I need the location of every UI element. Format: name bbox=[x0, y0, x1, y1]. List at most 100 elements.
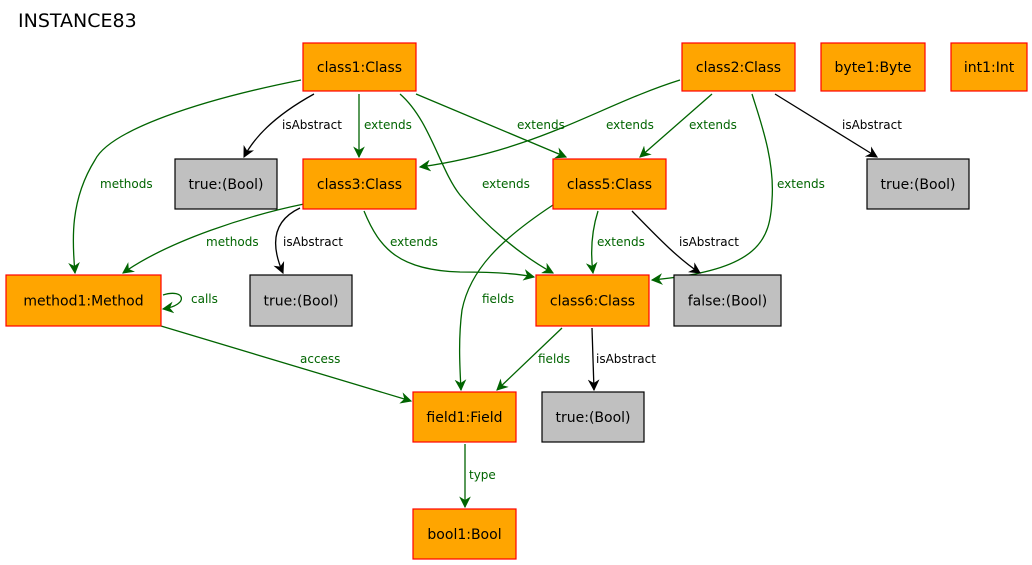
node-box bbox=[174, 158, 278, 210]
edge-class5-field1-fields: fields bbox=[454, 204, 554, 392]
edge-class1-class6-extends: extends bbox=[399, 93, 555, 274]
node-box bbox=[541, 391, 645, 443]
edge-label: access bbox=[300, 352, 340, 366]
node-box bbox=[249, 274, 353, 327]
edge-label: extends bbox=[517, 118, 565, 132]
node-byte1: byte1:Byte bbox=[820, 42, 926, 92]
edge-label: extends bbox=[597, 235, 645, 249]
edge-line bbox=[161, 292, 182, 314]
edge-label: calls bbox=[191, 292, 218, 306]
edge-line bbox=[585, 210, 599, 275]
node-box bbox=[866, 158, 970, 210]
node-label: class3:Class bbox=[317, 177, 402, 193]
edge-class1-class5-extends: extends bbox=[415, 93, 568, 159]
edge-class2-class6-extends: extends bbox=[650, 93, 825, 285]
edge-class1-method1-methods: methods bbox=[68, 79, 302, 275]
edge-line bbox=[650, 93, 774, 285]
edge-class5-false1-isAbstract: isAbstract bbox=[631, 210, 739, 274]
node-box bbox=[412, 391, 517, 443]
node-true2: true:(Bool) bbox=[866, 158, 970, 210]
node-method1: method1:Method bbox=[5, 274, 162, 327]
edge-label: isAbstract bbox=[596, 352, 656, 366]
node-box bbox=[302, 158, 417, 210]
edge-line bbox=[273, 207, 301, 275]
edge-line bbox=[122, 203, 305, 274]
edges-layer: isAbstract extends extends methods extends ex… bbox=[68, 79, 902, 509]
edge-method1-method1-calls: calls bbox=[161, 292, 218, 314]
node-label: true:(Bool) bbox=[556, 410, 631, 426]
node-true4: true:(Bool) bbox=[541, 391, 645, 443]
node-int1: int1:Int bbox=[950, 42, 1028, 92]
edge-line bbox=[243, 93, 315, 159]
node-class3: class3:Class bbox=[302, 158, 417, 210]
edge-label: extends bbox=[364, 118, 412, 132]
node-field1: field1:Field bbox=[412, 391, 517, 443]
node-label: bool1:Bool bbox=[427, 527, 501, 543]
edge-label: methods bbox=[206, 235, 259, 249]
edge-label: methods bbox=[100, 177, 153, 191]
edge-label: fields bbox=[482, 292, 514, 306]
nodes-layer: class1:Class class2:Class byte1:Byte int1:I… bbox=[5, 42, 1028, 560]
edge-method1-field1-access: access bbox=[160, 325, 413, 404]
edge-line bbox=[418, 79, 681, 172]
edge-label: isAbstract bbox=[679, 235, 739, 249]
edge-class5-class6-extends: extends bbox=[585, 210, 645, 275]
edge-class1-class3-extends: extends bbox=[353, 94, 412, 159]
edge-label: type bbox=[469, 468, 496, 482]
edge-line bbox=[68, 79, 302, 275]
node-label: int1:Int bbox=[964, 60, 1015, 76]
edge-label: extends bbox=[777, 177, 825, 191]
node-label: method1:Method bbox=[23, 294, 143, 310]
node-bool1: bool1:Bool bbox=[412, 508, 517, 560]
node-label: field1:Field bbox=[426, 410, 502, 426]
node-box bbox=[5, 274, 162, 327]
edge-line bbox=[587, 327, 600, 392]
node-label: class6:Class bbox=[550, 294, 635, 310]
edge-line bbox=[415, 93, 568, 159]
edge-field1-bool1-type: type bbox=[459, 444, 496, 509]
node-label: class5:Class bbox=[567, 177, 652, 193]
edge-class2-class5-extends: extends bbox=[639, 93, 737, 158]
node-true1: true:(Bool) bbox=[174, 158, 278, 210]
edge-line bbox=[399, 93, 555, 274]
edge-line bbox=[160, 325, 413, 404]
node-class1: class1:Class bbox=[302, 42, 417, 92]
node-box bbox=[552, 158, 667, 210]
edge-label: extends bbox=[390, 235, 438, 249]
node-label: true:(Bool) bbox=[881, 177, 956, 193]
node-class2: class2:Class bbox=[681, 42, 796, 92]
edge-class1-true1-isAbstract: isAbstract bbox=[243, 93, 342, 159]
diagram-title: INSTANCE83 bbox=[18, 10, 137, 32]
node-box bbox=[681, 42, 796, 92]
edge-line bbox=[639, 93, 713, 158]
edge-label: isAbstract bbox=[842, 118, 902, 132]
edge-class3-method1-methods: methods bbox=[122, 203, 305, 274]
edge-class6-true4-isAbstract: isAbstract bbox=[587, 327, 656, 392]
edge-label: extends bbox=[482, 177, 530, 191]
edge-class2-true2-isAbstract: isAbstract bbox=[774, 93, 902, 158]
edge-line bbox=[631, 210, 701, 274]
edge-label: isAbstract bbox=[282, 118, 342, 132]
node-label: true:(Bool) bbox=[189, 177, 264, 193]
node-box bbox=[302, 42, 417, 92]
node-label: byte1:Byte bbox=[835, 60, 912, 76]
edge-label: fields bbox=[538, 352, 570, 366]
edge-label: extends bbox=[689, 118, 737, 132]
node-box bbox=[950, 42, 1028, 92]
node-label: class1:Class bbox=[317, 60, 402, 76]
edge-line bbox=[454, 204, 554, 392]
node-label: false:(Bool) bbox=[688, 294, 768, 310]
node-box bbox=[535, 274, 650, 327]
edge-label: extends bbox=[606, 118, 654, 132]
node-box bbox=[412, 508, 517, 560]
edge-line bbox=[774, 93, 878, 158]
node-box bbox=[820, 42, 926, 92]
node-label: true:(Bool) bbox=[264, 294, 339, 310]
edge-line bbox=[496, 327, 563, 391]
edge-class3-class6-extends: extends bbox=[363, 210, 536, 281]
node-label: class2:Class bbox=[696, 60, 781, 76]
edge-class3-true3-isAbstract: isAbstract bbox=[273, 207, 343, 275]
edge-label: isAbstract bbox=[283, 235, 343, 249]
node-class5: class5:Class bbox=[552, 158, 667, 210]
